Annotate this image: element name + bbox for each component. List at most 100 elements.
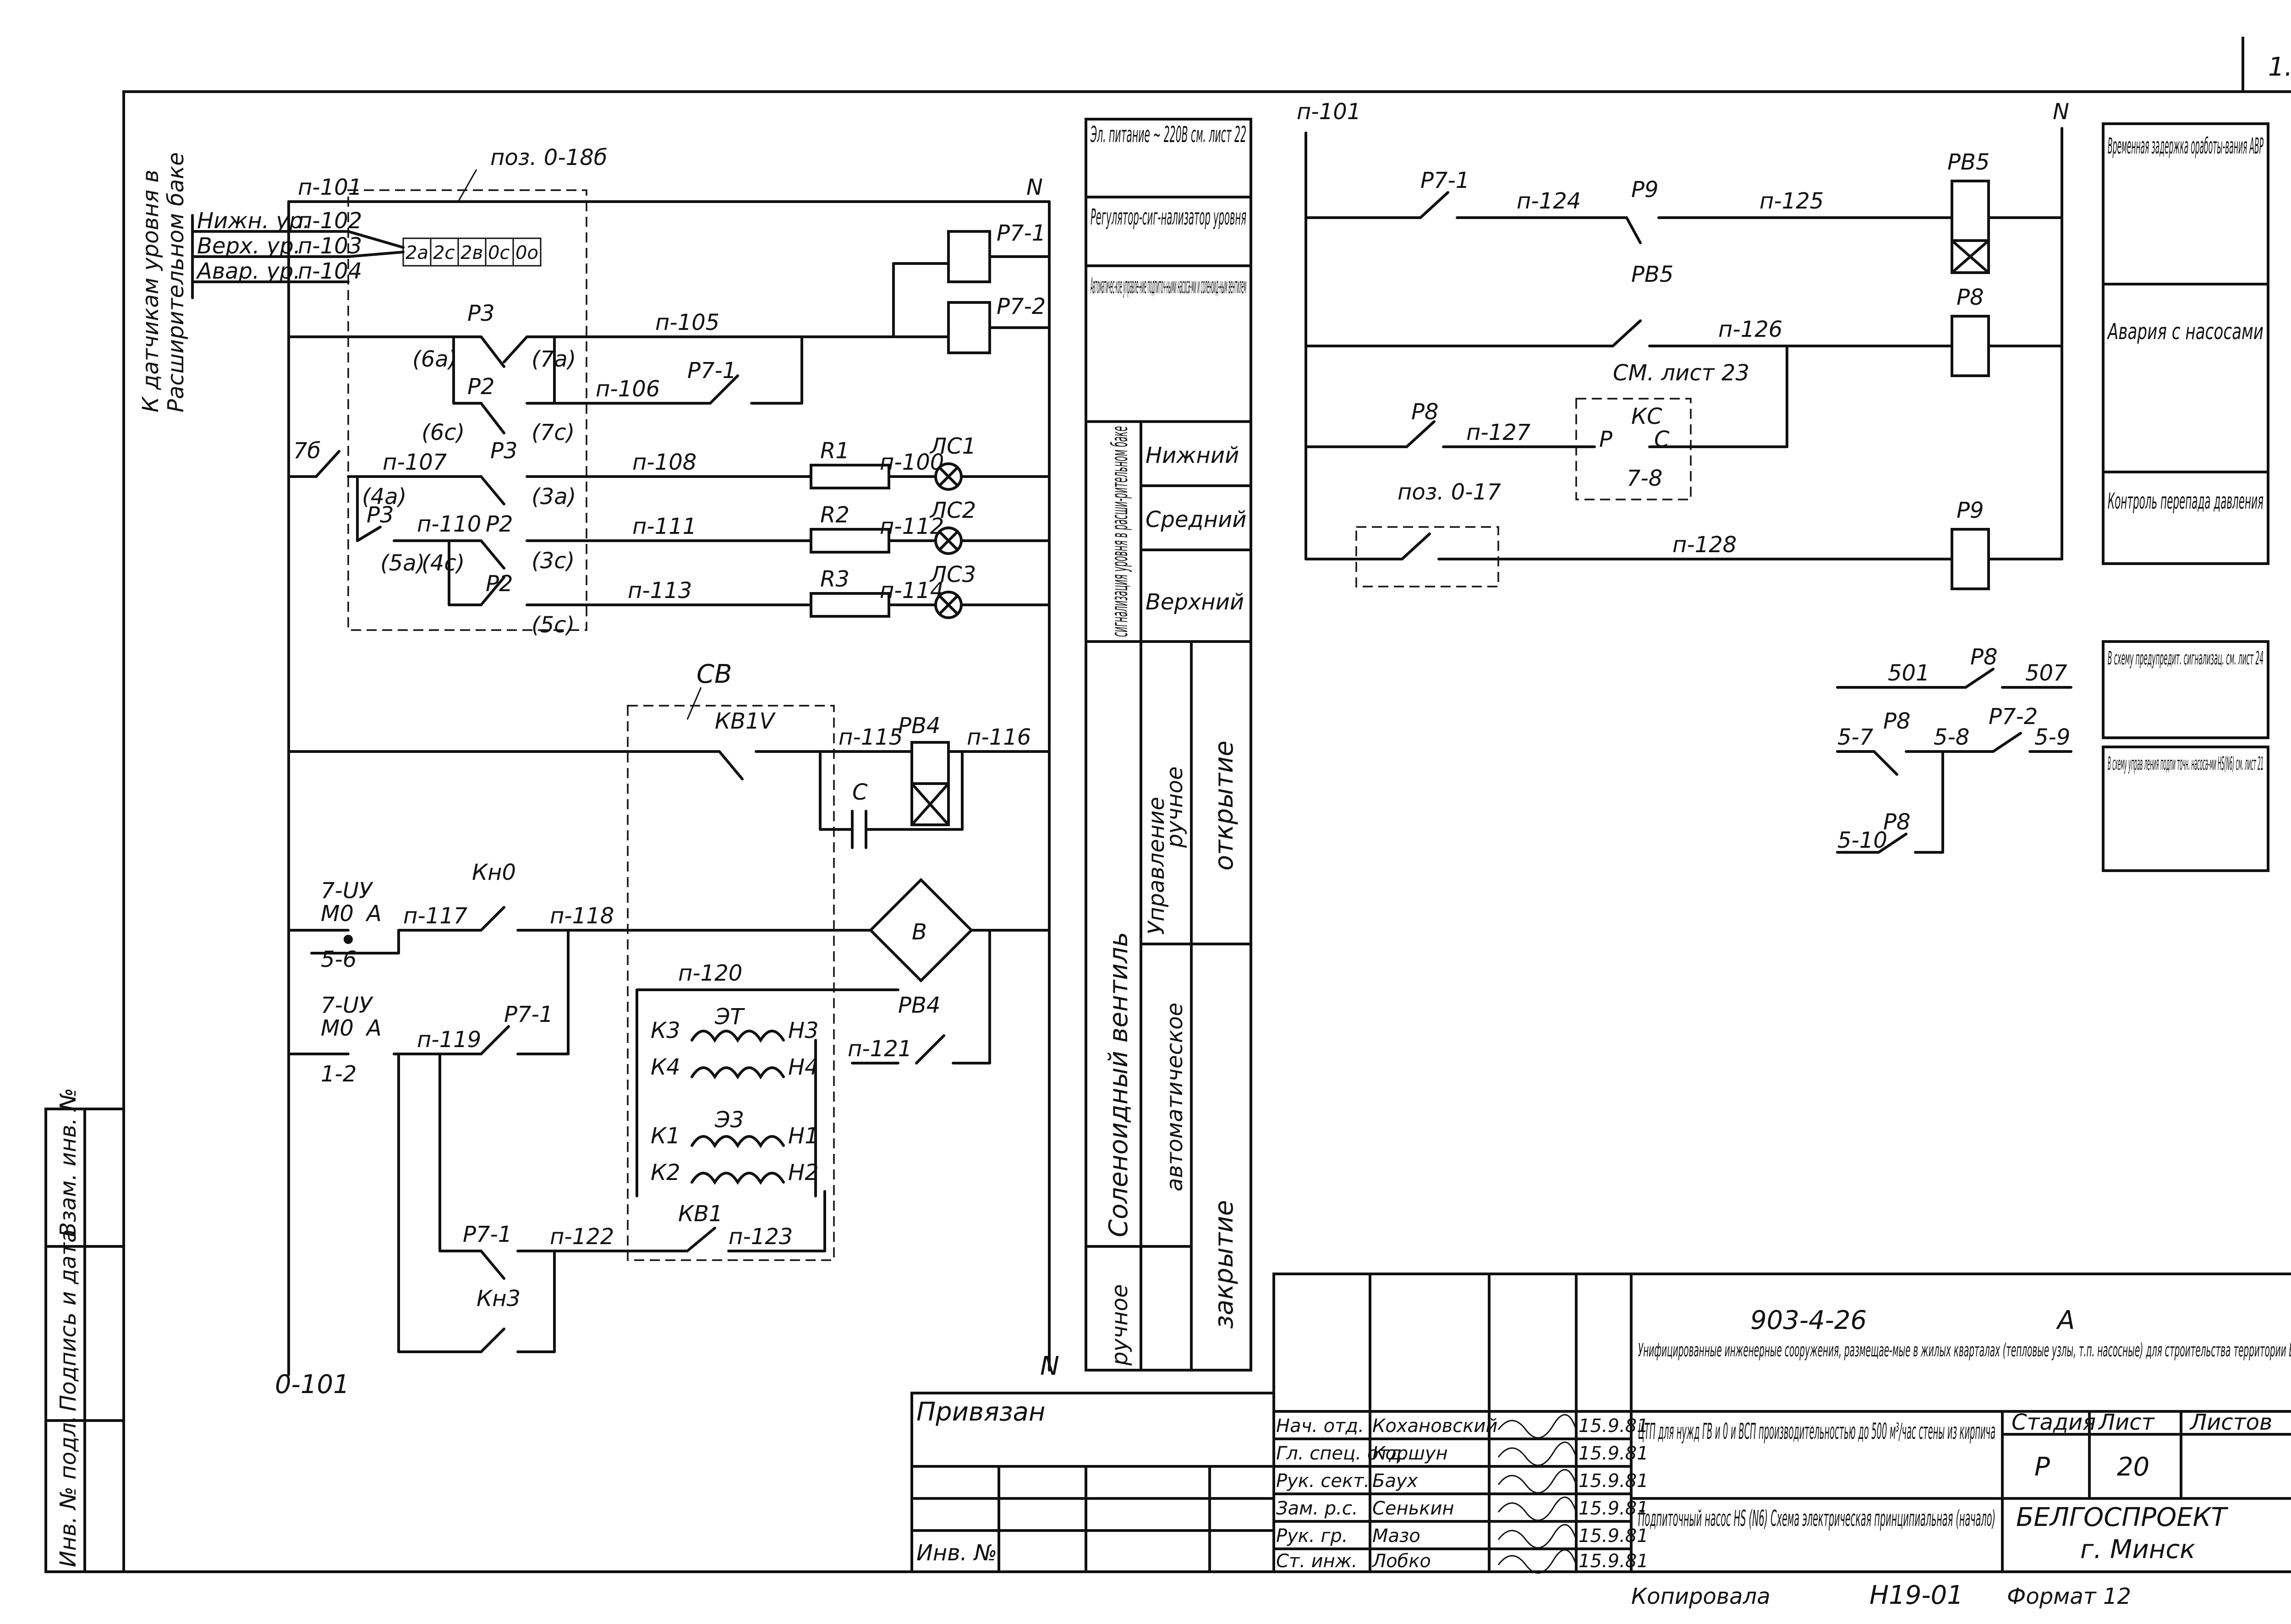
relay-label-p7-1: Р7-1: [997, 220, 1046, 246]
resistor-r3: [810, 592, 890, 618]
kc-p: Р: [1599, 427, 1612, 452]
wire-p115: п-115: [839, 724, 903, 750]
signer-name-3: Баух: [1372, 1470, 1418, 1492]
aux-501: 501: [1888, 660, 1930, 686]
switch1-name: 7-UУ: [321, 878, 373, 904]
switch1-pos: 5-6: [321, 947, 356, 972]
contact-kb1: КВ1: [678, 1201, 723, 1227]
coil-term-h2: Н2: [788, 1160, 819, 1185]
bridge-label: В: [912, 919, 927, 945]
right-contact-p7-1: Р7-1: [1420, 168, 1469, 193]
kc-sheet-ref: СМ. лист 23: [1613, 360, 1749, 386]
contact-kb1v: КВ1V: [715, 708, 776, 734]
coil-label-p8: Р8: [1957, 285, 1984, 310]
terminal-2c: 2с: [433, 242, 455, 263]
signer-role-4: Зам. р.с.: [1276, 1498, 1358, 1519]
sheet-value: 20: [2117, 1452, 2149, 1482]
sensor-level-alarm: Авар. ур.: [196, 258, 301, 284]
wire-p117: п-117: [403, 903, 468, 929]
coil-label-e3: Э3: [714, 1107, 744, 1133]
resistor-label-r3: R3: [820, 566, 850, 592]
signer-role-2: Гл. спец. отд.: [1276, 1443, 1408, 1464]
title-block: 903-4-26 А Унифицированные инженерные со…: [910, 1273, 2291, 1610]
signature-5: [1497, 1524, 1577, 1549]
wire-p118: п-118: [550, 903, 614, 929]
copied-label: Копировала: [1631, 1584, 1770, 1609]
doc-object: ЦТП для нужд ГВ и 0 и ВСП производительн…: [1638, 1419, 1995, 1444]
coil-term-k3: К3: [651, 1018, 680, 1043]
doc-sheet-title: Подпиточный насос НS (N6) Схема электрич…: [1638, 1506, 1995, 1531]
strip-inv-podl: Инв. № подл.: [55, 1416, 81, 1567]
signer-date-3: 15.9.81: [1578, 1470, 1649, 1492]
switch1-mo: М0: [321, 901, 354, 927]
cb-label: СВ: [696, 659, 732, 689]
kc-c: С: [1654, 427, 1670, 452]
contact-p7-1-c: Р7-1: [463, 1222, 512, 1247]
aux-p8-b: Р8: [1883, 708, 1910, 734]
terminal-2a: 2а: [406, 242, 428, 263]
sheet-header: Лист: [2098, 1410, 2155, 1435]
table-row-power: Эл. питание ~ 220В см. лист 22: [1091, 122, 1246, 148]
table-level-mid: Средний: [1146, 507, 1246, 532]
wire-p102: п-102: [298, 208, 362, 234]
signer-role-1: Нач. отд.: [1276, 1416, 1364, 1437]
strip-vzam: Взам. инв. №: [55, 1088, 81, 1237]
coil-term-h3: Н3: [788, 1018, 819, 1043]
lamp-label-lc3: ЛС3: [929, 562, 976, 587]
doc-code: 903-4-26: [1750, 1306, 1867, 1335]
switch2-mo: М0: [321, 1015, 354, 1041]
aux-507: 507: [2025, 660, 2067, 686]
node-3a: (3а): [532, 484, 576, 510]
button-kn0: Кн0: [472, 860, 516, 885]
contact-p3-a: Р3: [467, 301, 494, 326]
node-5a: (5а): [380, 550, 425, 576]
signature-4: [1497, 1497, 1577, 1521]
signature-1: [1497, 1414, 1577, 1439]
kc-label: КС: [1631, 404, 1662, 429]
right-wire-p124: п-124: [1517, 188, 1581, 214]
wire-p119: п-119: [417, 1027, 481, 1053]
coil-term-k1: К1: [651, 1123, 680, 1149]
table-control-group: Управление: [1144, 797, 1169, 935]
lamp-label-lc1: ЛС1: [929, 433, 976, 459]
table-action-open: открытие: [1209, 741, 1239, 871]
resistor-label-r2: R2: [820, 502, 850, 528]
right-wire-p125: п-125: [1759, 188, 1824, 214]
format-label: Формат 12: [2007, 1584, 2131, 1609]
switch2-name: 7-UУ: [321, 993, 373, 1018]
contact-p2-b: Р2: [486, 511, 513, 537]
left-caption-line1: К датчикам уровня в: [138, 170, 164, 412]
strip-signature: Подпись и дата: [55, 1229, 81, 1411]
node-4a: (4а): [362, 484, 406, 510]
wire-p103: п-103: [298, 233, 362, 259]
coil-term-k2: К2: [651, 1160, 680, 1185]
wire-p116: п-116: [967, 724, 1031, 750]
node-6a: (6а): [412, 346, 457, 372]
sensor-level-low: Нижн. ур.: [197, 208, 310, 234]
aux-p8-c: Р8: [1883, 809, 1910, 835]
right-pos-label: поз. 0-17: [1398, 479, 1501, 505]
table-signal-group: сигнализация уровня в расши-рительном ба…: [1107, 426, 1133, 637]
wire-p111: п-111: [632, 514, 696, 539]
lamp-label-lc2: ЛС2: [929, 498, 976, 523]
stage-header: Стадия: [2011, 1410, 2096, 1435]
coil-term-h4: Н4: [788, 1054, 819, 1080]
level-signalling-circuit: п-101 N поз. 0-18б 2а 2с 2в 0с 0о Нижн. …: [191, 145, 1051, 1376]
node-6c: (6с): [422, 420, 465, 445]
switch1-a: А: [365, 901, 382, 927]
node-5c: (5с): [532, 612, 575, 638]
left-caption-line2: Расширительном баке: [163, 152, 189, 412]
wire-p108: п-108: [632, 450, 696, 475]
album-code: А: [2056, 1306, 2075, 1335]
signer-date-1: 15.9.81: [1578, 1416, 1649, 1437]
diode-bridge: [868, 878, 974, 983]
resistor-r1: [810, 464, 890, 489]
table-row-regulator: Регулятор-сиг-нализатор уровня: [1091, 204, 1246, 230]
solenoid-valve-circuit: СВ КВ1V РВ4 п-115 п-116 С В 7-UУ М0 А 5-…: [275, 659, 1059, 1399]
right-wire-p127: п-127: [1466, 420, 1531, 445]
wire-p112: п-112: [880, 514, 944, 539]
function-table: Эл. питание ~ 220В см. лист 22 Регулятор…: [1085, 118, 1252, 1372]
aux-p8-a: Р8: [1970, 644, 1997, 670]
contact-rb4: РВ4: [898, 993, 940, 1018]
right-contact-p8: Р8: [1411, 399, 1438, 425]
